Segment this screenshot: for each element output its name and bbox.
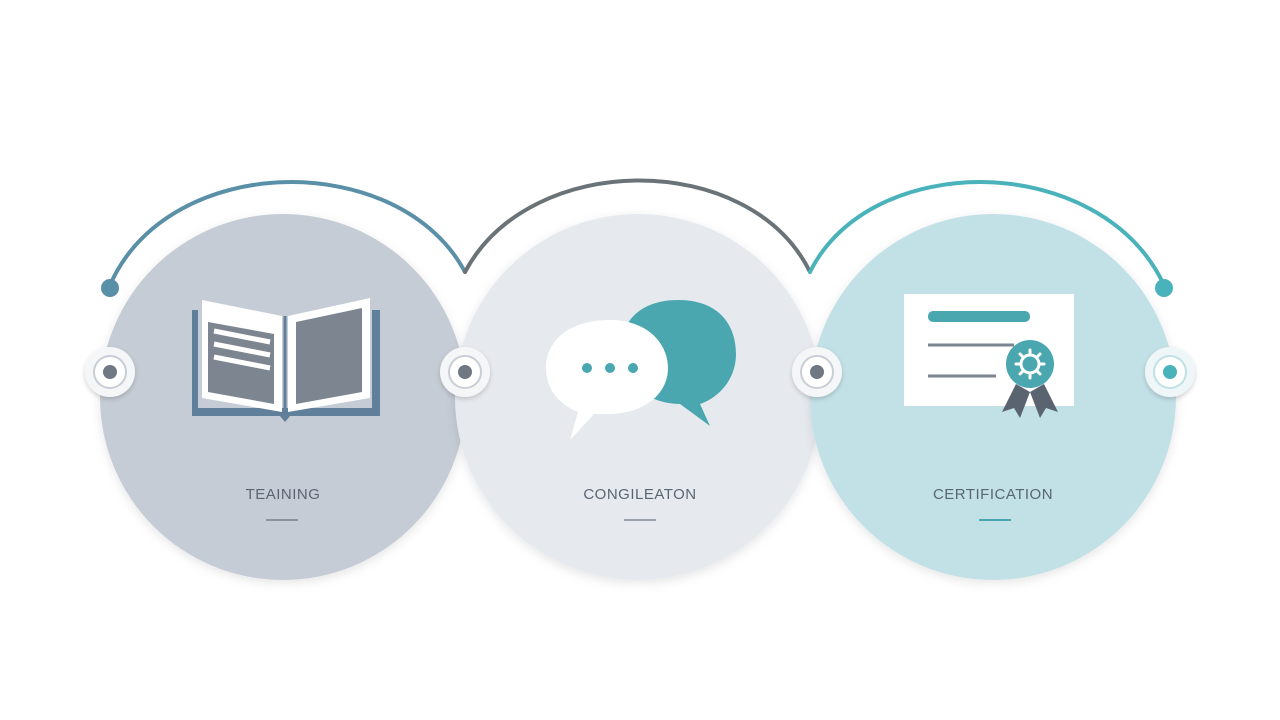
open-book-icon <box>192 298 380 422</box>
arc-consultation <box>463 178 812 274</box>
step-circle-training <box>100 214 466 580</box>
arc-certification <box>808 180 1166 287</box>
step-label-certification: CERTIFICATION <box>932 486 1054 503</box>
arc-end-dot <box>1155 279 1173 297</box>
ring-node-3 <box>792 347 842 397</box>
ring-node-4 <box>1145 347 1195 397</box>
certificate-icon <box>904 294 1074 418</box>
arc-start-dot <box>101 279 119 297</box>
chat-bubbles-icon <box>546 300 736 440</box>
ring-node-1 <box>85 347 135 397</box>
arc-training <box>108 180 467 287</box>
step-label-training: TEAINING <box>245 486 321 503</box>
ring-node-2 <box>440 347 490 397</box>
step-label-consultation: CONGILEATON <box>583 486 697 503</box>
